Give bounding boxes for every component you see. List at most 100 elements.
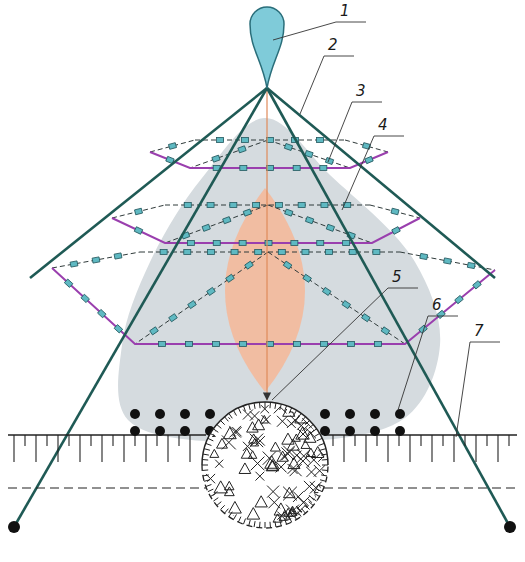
callout-number: 3 — [354, 82, 368, 100]
support-line — [267, 88, 510, 527]
sensor-bead — [375, 342, 382, 347]
sensor-bead — [291, 241, 298, 246]
sphere-tick — [238, 408, 241, 413]
frame-front-edge — [112, 218, 420, 243]
sensor-bead — [184, 203, 191, 208]
triangle-symbol — [225, 481, 234, 490]
sensor-bead — [349, 250, 356, 255]
sphere-tick — [208, 438, 213, 441]
sensor-bead — [202, 224, 210, 231]
sensor-bead — [467, 262, 475, 268]
sphere-tick — [225, 417, 229, 422]
support-line — [267, 88, 495, 278]
ground-dashed-line — [8, 487, 206, 488]
sensor-bead — [373, 250, 380, 255]
ground-tick — [90, 435, 91, 446]
cross-symbol — [314, 465, 326, 477]
triangle-symbol — [284, 487, 296, 497]
sphere-tick — [269, 402, 271, 408]
cross-symbol — [297, 455, 310, 468]
sphere-tick — [259, 402, 261, 408]
sensor-bead — [184, 250, 191, 255]
sensor-bead — [159, 342, 166, 347]
sensor-bead — [275, 203, 282, 208]
triangle-symbol — [273, 514, 282, 522]
sensor-bead — [381, 327, 390, 335]
sensor-bead — [239, 241, 246, 246]
sensor-bead — [134, 227, 142, 235]
sphere-tick — [321, 475, 327, 476]
sensor-bead — [226, 274, 235, 282]
ground-tick — [464, 435, 465, 446]
ground-tick — [442, 435, 443, 446]
sensor-bead — [114, 325, 123, 333]
sphere-tick — [322, 469, 328, 471]
callout-number: 5 — [390, 268, 404, 286]
leader-line — [342, 136, 404, 210]
cross-symbol — [216, 407, 224, 415]
sensor-bead — [231, 250, 238, 255]
sensor-bead — [212, 155, 220, 162]
sensor-bead — [342, 301, 351, 309]
marker-dot — [205, 409, 215, 419]
cross-symbol — [282, 447, 295, 460]
sphere-tick — [220, 420, 224, 424]
triangle-symbol — [208, 399, 220, 410]
callout-number: 2 — [326, 36, 340, 54]
cross-symbol — [291, 514, 303, 526]
callout-number: 4 — [376, 116, 390, 134]
marker-dot — [370, 409, 380, 419]
ground-tick — [387, 435, 388, 462]
sphere-tick — [259, 522, 261, 528]
cross-symbol — [243, 409, 253, 419]
sphere-tick — [243, 406, 245, 412]
sphere-tick — [302, 417, 306, 422]
marker-dot — [345, 409, 355, 419]
sensor-bead — [207, 250, 214, 255]
marker-dot — [395, 409, 405, 419]
cross-symbol — [243, 442, 252, 451]
triangle-symbol — [309, 509, 319, 518]
cross-symbol — [267, 486, 279, 498]
cross-symbol — [229, 426, 241, 438]
sphere-tick — [317, 438, 322, 441]
sphere-tick — [317, 489, 322, 492]
cross-symbol — [287, 419, 296, 428]
cross-symbol — [207, 406, 216, 415]
sensor-bead — [230, 203, 237, 208]
marker-dot — [370, 426, 380, 436]
cross-symbol — [308, 499, 318, 509]
triangle-symbol — [265, 456, 279, 469]
sensor-bead — [455, 295, 464, 303]
cross-symbol — [215, 460, 223, 468]
sensor-bead — [70, 261, 78, 267]
sphere-tick — [238, 517, 241, 522]
sphere-tick — [265, 402, 266, 408]
leader-line — [272, 288, 418, 400]
sphere-tick — [210, 494, 215, 497]
leader-line — [328, 102, 382, 162]
sensor-bead — [326, 250, 333, 255]
sensor-bead — [242, 138, 249, 143]
ground-tick — [57, 435, 58, 462]
sphere-tick — [229, 512, 232, 517]
sphere-tick — [314, 434, 319, 437]
frame-back-edge — [52, 252, 140, 268]
sphere-tick — [213, 498, 218, 501]
sphere-tick — [275, 403, 276, 409]
sphere-tick — [320, 480, 326, 482]
cross-symbol — [251, 457, 265, 471]
sphere-tick — [322, 459, 328, 461]
triangle-symbol — [217, 438, 228, 448]
ground-tick — [46, 435, 47, 446]
marker-dot — [130, 409, 140, 419]
axis-line — [266, 88, 267, 400]
triangle-symbol — [260, 415, 268, 423]
sphere-tick — [213, 429, 218, 432]
ground-tick — [398, 435, 399, 446]
ground-tick — [134, 435, 135, 446]
triangle-symbol — [255, 496, 267, 507]
ground-tick — [508, 435, 509, 446]
triangle-symbol — [301, 440, 310, 448]
sphere-tick — [217, 502, 222, 506]
